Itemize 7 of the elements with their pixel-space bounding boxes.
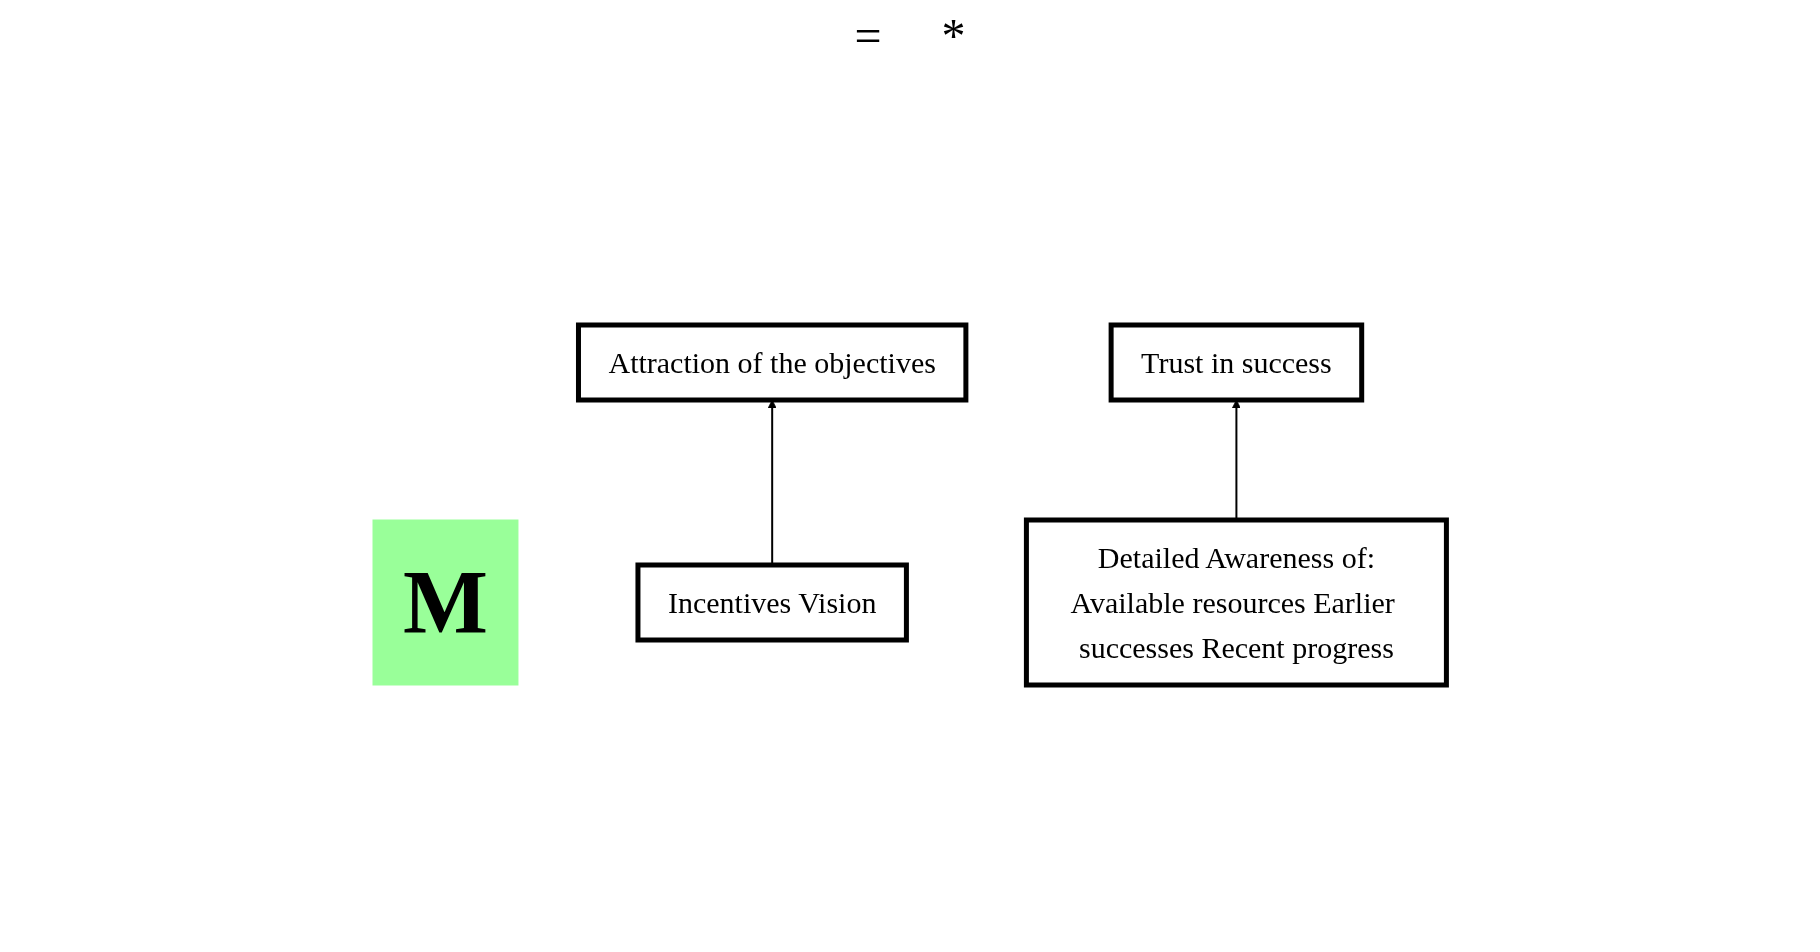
operator-symbol: = xyxy=(854,7,882,63)
node-box: Trust in success xyxy=(1108,322,1365,403)
node-box: Incentives Vision xyxy=(635,562,910,643)
node-box: M xyxy=(372,519,519,686)
node-box: Attraction of the objectives xyxy=(576,322,969,403)
node-box: Detailed Awareness of: Available resources Earlier successes Recent progress xyxy=(1024,517,1450,688)
operator-symbol: * xyxy=(941,7,966,63)
